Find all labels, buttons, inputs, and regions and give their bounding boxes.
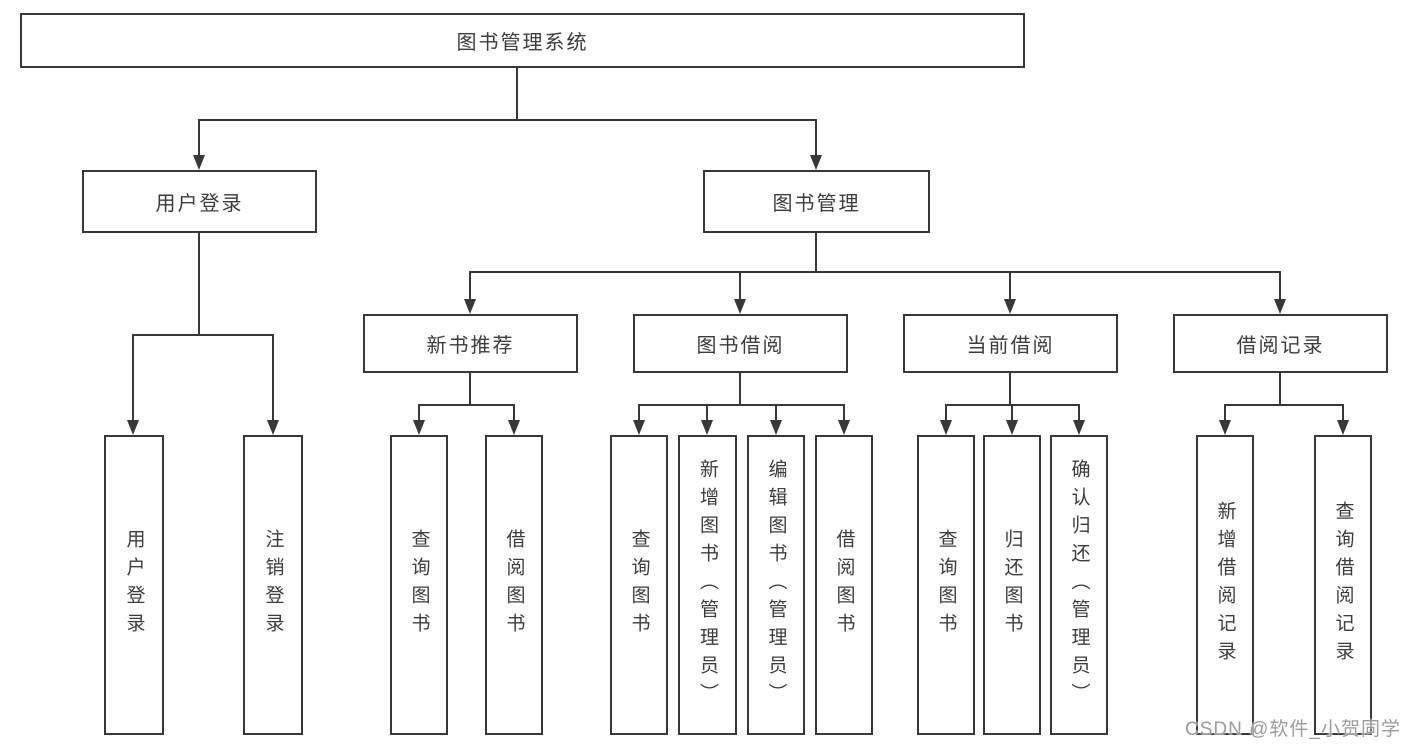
node-label: 新书推荐 (426, 335, 515, 357)
node-label: 查询图书 (935, 529, 957, 641)
node-user-login: 用户登录 (82, 170, 317, 233)
leaf-add-books-admin: 新增图书（管理员） (678, 435, 737, 735)
node-borrow-record: 借阅记录 (1173, 314, 1388, 373)
node-label: 新增借阅记录 (1214, 501, 1236, 669)
leaf-logout: 注销登录 (243, 435, 303, 735)
node-label: 注销登录 (262, 529, 284, 641)
node-label: 图书管理 (772, 193, 861, 215)
node-label: 图书管理系统 (456, 32, 589, 54)
node-label: 归还图书 (1001, 529, 1023, 641)
node-label: 借阅图书 (503, 529, 525, 641)
leaf-query-books-current: 查询图书 (917, 435, 975, 735)
leaf-query-books-borrow: 查询图书 (610, 435, 668, 735)
node-book-management: 图书管理 (703, 170, 930, 233)
node-label: 用户登录 (155, 193, 244, 215)
leaf-confirm-return-admin: 确认归还（管理员） (1050, 435, 1108, 735)
leaf-add-borrow-record: 新增借阅记录 (1196, 435, 1254, 735)
node-label: 借阅图书 (833, 529, 855, 641)
leaf-query-borrow-record: 查询借阅记录 (1314, 435, 1372, 735)
leaf-return-books: 归还图书 (983, 435, 1041, 735)
node-label: 查询图书 (628, 529, 650, 641)
node-current-borrow: 当前借阅 (903, 314, 1118, 373)
node-root-system: 图书管理系统 (20, 13, 1025, 68)
leaf-user-login: 用户登录 (104, 435, 164, 735)
node-label: 新增图书（管理员） (697, 459, 718, 711)
node-label: 借阅记录 (1236, 335, 1325, 357)
leaf-query-books-recommend: 查询图书 (390, 435, 448, 735)
leaf-edit-books-admin: 编辑图书（管理员） (747, 435, 805, 735)
node-label: 图书借阅 (696, 335, 785, 357)
csdn-watermark: CSDN @软件_小贺同学 (1185, 719, 1401, 740)
node-label: 编辑图书（管理员） (765, 459, 787, 711)
node-book-borrow: 图书借阅 (633, 314, 848, 373)
node-label: 确认归还（管理员） (1068, 459, 1090, 711)
node-new-book-recommend: 新书推荐 (363, 314, 578, 373)
leaf-borrow-books: 借阅图书 (815, 435, 873, 735)
node-label: 查询图书 (408, 529, 430, 641)
node-label: 查询借阅记录 (1332, 501, 1354, 669)
leaf-borrow-books-recommend: 借阅图书 (485, 435, 543, 735)
node-label: 当前借阅 (966, 335, 1055, 357)
arrow-down-icons (127, 155, 1349, 435)
node-label: 用户登录 (123, 529, 145, 641)
